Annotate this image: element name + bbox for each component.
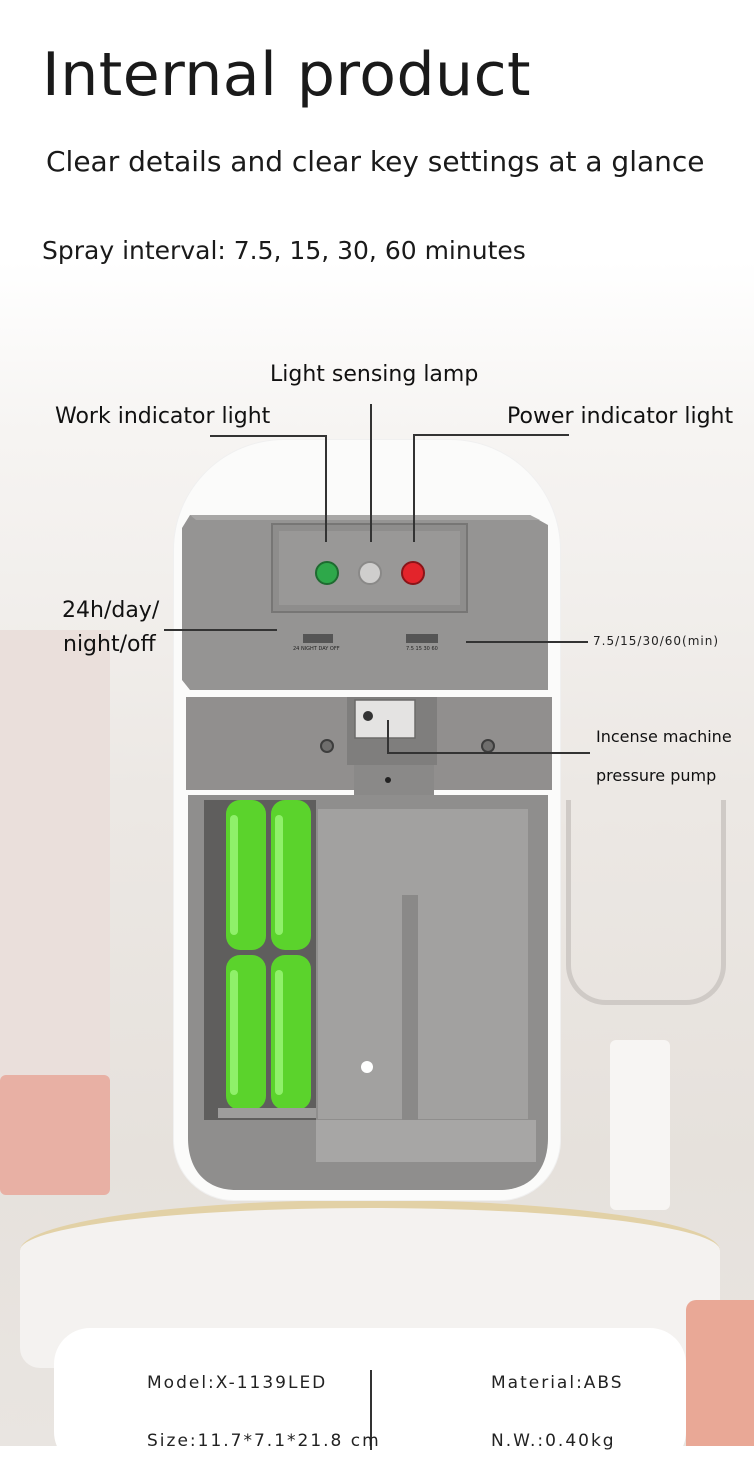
callout-line-mode-switch: [164, 629, 277, 631]
mode-switch-label-line2: night/off: [63, 632, 156, 657]
callout-line-work-h: [210, 435, 326, 437]
callout-line-work-v: [325, 435, 327, 542]
spec-material: Material:ABS: [491, 1373, 624, 1393]
pump-label-line1: Incense machine: [596, 727, 732, 746]
spray-interval-text: Spray interval: 7.5, 15, 30, 60 minutes: [42, 236, 526, 265]
pump-label-line2: pressure pump: [596, 766, 717, 785]
interval-switch-print: 7.5 15 30 60: [406, 646, 438, 652]
interval-switch-label: 7.5/15/30/60(min): [593, 634, 720, 648]
spec-model: Model:X-1139LED: [147, 1373, 328, 1393]
callout-line-interval-switch: [466, 641, 588, 643]
callout-line-power-h: [413, 434, 569, 436]
mode-switch-label-line1: 24h/day/: [62, 598, 160, 623]
page-subtitle: Clear details and clear key settings at …: [46, 145, 705, 178]
callout-line-pump-v: [387, 720, 389, 754]
callout-line-power-v: [413, 434, 415, 542]
spec-divider: [370, 1370, 372, 1450]
mode-switch-print: 24 NIGHT DAY OFF: [293, 646, 340, 652]
background-pink-stool: [686, 1300, 754, 1446]
callout-line-pump-h: [387, 752, 590, 754]
background-shelf: [566, 800, 726, 1005]
background-pink-cabinet: [0, 1075, 110, 1195]
spec-size: Size:11.7*7.1*21.8 cm: [147, 1431, 381, 1451]
background-towel: [610, 1040, 670, 1210]
background-wall-panel: [0, 630, 110, 1110]
light-sensing-lamp-label: Light sensing lamp: [270, 362, 479, 387]
work-indicator-light-label: Work indicator light: [55, 404, 271, 429]
power-indicator-light-label: Power indicator light: [507, 404, 734, 429]
callout-line-light-sensing: [370, 404, 372, 542]
page-title: Internal product: [42, 40, 532, 110]
spec-weight: N.W.:0.40kg: [491, 1431, 616, 1451]
